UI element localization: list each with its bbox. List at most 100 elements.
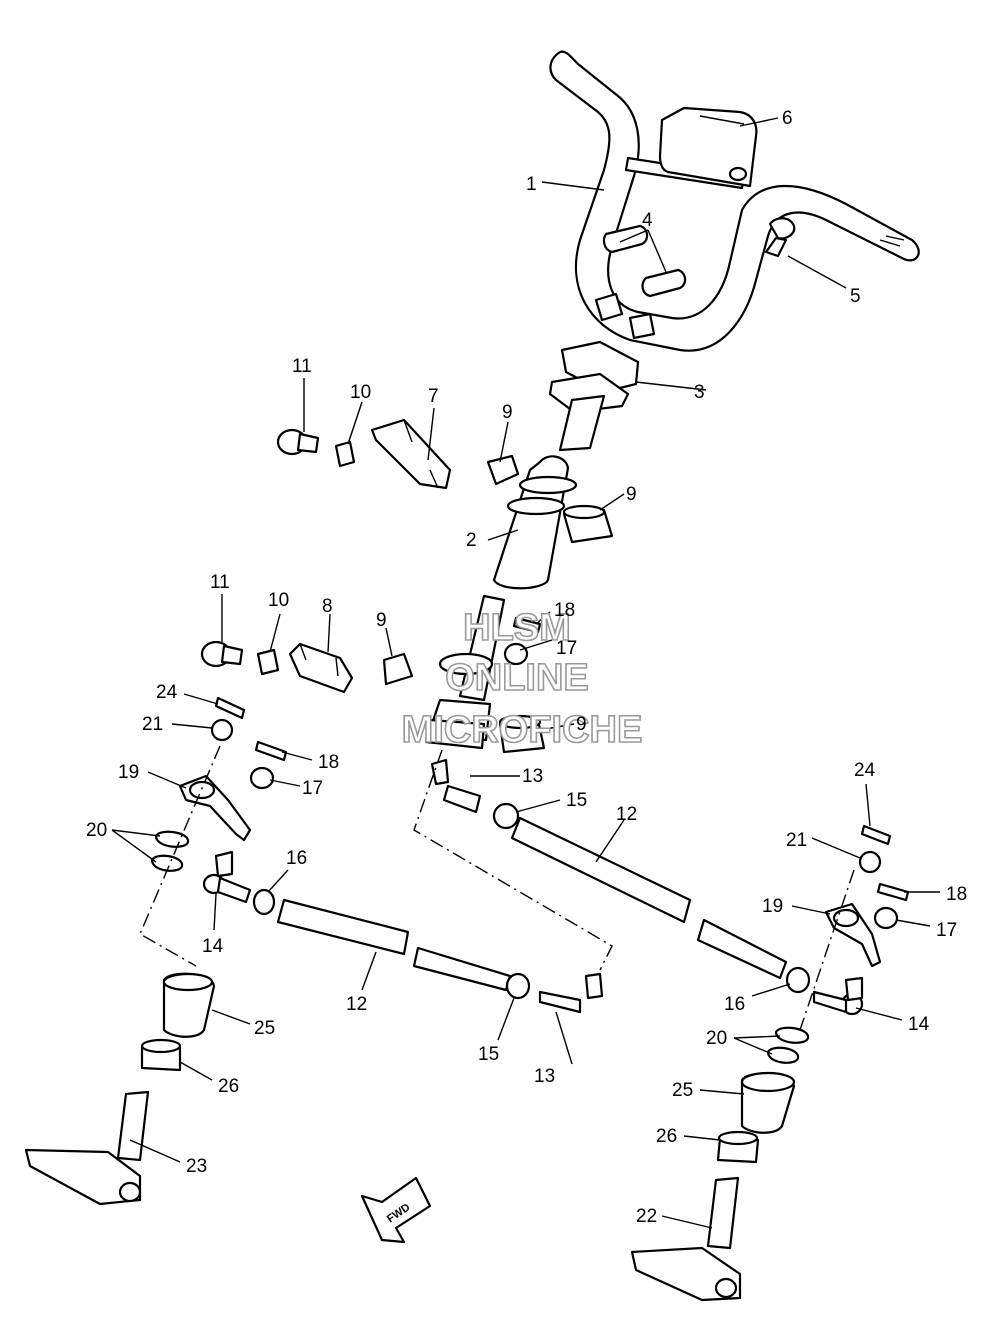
callout-20a: 20 xyxy=(86,820,107,841)
knuckle-arm-right[interactable] xyxy=(824,902,882,968)
rod-end-left[interactable] xyxy=(202,850,252,904)
callout-5: 5 xyxy=(850,286,861,307)
callout-11b: 11 xyxy=(210,572,230,593)
steering-column-lower[interactable] xyxy=(424,594,506,750)
watermark-line1: HLSM xyxy=(463,607,571,649)
nut-21-right[interactable] xyxy=(858,850,882,874)
callout-9b: 9 xyxy=(626,484,637,505)
rod-end-center[interactable] xyxy=(430,758,482,814)
steering-column[interactable] xyxy=(492,455,578,590)
cotter-pin-24-left[interactable] xyxy=(214,696,246,720)
callout-9d: 9 xyxy=(576,714,587,735)
callout-24a: 24 xyxy=(156,682,178,703)
callout-17c: 17 xyxy=(936,920,957,941)
callout-13a: 13 xyxy=(522,766,543,787)
callout-9c: 9 xyxy=(376,610,387,631)
bushing-upper-left[interactable] xyxy=(486,454,520,486)
callout-18c: 18 xyxy=(946,884,967,905)
callout-21a: 21 xyxy=(142,714,163,735)
fwd-arrow: FWD xyxy=(360,1176,432,1244)
locknut-16-left[interactable] xyxy=(252,888,276,916)
column-bracket-lower[interactable] xyxy=(288,642,354,694)
bushing-lower-right[interactable] xyxy=(498,714,546,754)
washers-left[interactable] xyxy=(150,830,190,872)
tie-rod-right[interactable] xyxy=(510,816,788,980)
callout-13b: 13 xyxy=(534,1066,555,1087)
callout-22: 22 xyxy=(636,1206,657,1227)
watermark: HLSM ONLINE MICROFICHE xyxy=(401,606,643,752)
watermark-line3: MICROFICHE xyxy=(402,709,643,751)
callout-16a: 16 xyxy=(286,848,307,869)
callout-1: 1 xyxy=(526,174,537,195)
bolt-upper[interactable] xyxy=(276,428,320,456)
cotter-pin-24-right[interactable] xyxy=(860,824,892,846)
callout-labels: 1 6 4 5 3 2 7 8 9 9 9 9 10 10 11 11 12 1… xyxy=(86,108,967,1227)
column-bracket-upper[interactable] xyxy=(370,418,452,490)
watermark-line2: ONLINE xyxy=(445,657,589,699)
callout-26a: 26 xyxy=(218,1076,239,1097)
callout-6: 6 xyxy=(782,108,793,129)
callout-17b: 17 xyxy=(302,778,323,799)
cotter-pin-right[interactable] xyxy=(876,882,910,902)
bushing-lower-left[interactable] xyxy=(382,652,414,686)
callout-11a: 11 xyxy=(292,356,312,377)
callout-25b: 25 xyxy=(672,1080,693,1101)
tie-rod-left[interactable] xyxy=(276,898,512,992)
nut-upper[interactable] xyxy=(334,440,356,468)
washers-right[interactable] xyxy=(766,1026,810,1064)
steering-knuckle-left[interactable] xyxy=(24,1090,150,1206)
collar-right[interactable] xyxy=(716,1130,760,1164)
callout-15b: 15 xyxy=(478,1044,499,1065)
handlebar[interactable] xyxy=(549,50,920,352)
callout-18a: 18 xyxy=(554,600,575,621)
knuckle-arm-left[interactable] xyxy=(178,774,252,842)
callout-24b: 24 xyxy=(854,760,876,781)
callout-3: 3 xyxy=(694,382,705,403)
callout-10b: 10 xyxy=(268,590,289,611)
callout-20b: 20 xyxy=(706,1028,727,1049)
collar-left[interactable] xyxy=(140,1038,182,1072)
leader-lines xyxy=(111,117,940,1229)
callout-12b: 12 xyxy=(346,994,367,1015)
nut-21-left[interactable] xyxy=(210,718,234,742)
callout-7: 7 xyxy=(428,386,439,407)
steering-knuckle-right[interactable] xyxy=(630,1176,742,1302)
nut-17-right[interactable] xyxy=(873,906,899,930)
cotter-pin-center[interactable] xyxy=(512,616,542,634)
callout-25a: 25 xyxy=(254,1018,275,1039)
callout-23: 23 xyxy=(186,1156,207,1177)
bolt-lower[interactable] xyxy=(200,640,244,668)
handlebar-cover[interactable] xyxy=(658,106,758,188)
locknut-16-right[interactable] xyxy=(785,966,811,994)
handlebar-bolt[interactable] xyxy=(764,217,796,258)
callout-14b: 14 xyxy=(908,1014,930,1035)
callout-4: 4 xyxy=(642,210,653,231)
dust-boot-right[interactable] xyxy=(740,1071,796,1134)
callout-17a: 17 xyxy=(556,638,577,659)
callout-18b: 18 xyxy=(318,752,339,773)
callout-12a: 12 xyxy=(616,804,637,825)
callout-26b: 26 xyxy=(656,1126,677,1147)
callout-19b: 19 xyxy=(762,896,783,917)
cotter-pin-left[interactable] xyxy=(254,740,288,762)
callout-2: 2 xyxy=(466,530,477,551)
locknut-15-upper[interactable] xyxy=(492,802,520,830)
bushing-upper-right[interactable] xyxy=(562,504,614,544)
locknut-15-lower[interactable] xyxy=(505,972,531,1000)
callout-19a: 19 xyxy=(118,762,139,783)
callout-16b: 16 xyxy=(724,994,745,1015)
callout-10a: 10 xyxy=(350,382,371,403)
rod-end-right[interactable] xyxy=(812,976,864,1016)
rod-end-lower-center[interactable] xyxy=(538,972,604,1014)
callout-14a: 14 xyxy=(202,936,224,957)
dust-boot-left[interactable] xyxy=(162,972,216,1038)
callout-8: 8 xyxy=(322,596,333,617)
steering-column-upper[interactable] xyxy=(548,340,640,452)
callout-9a: 9 xyxy=(502,402,513,423)
callout-21b: 21 xyxy=(786,830,807,851)
nut-lower[interactable] xyxy=(256,648,280,676)
callout-15a: 15 xyxy=(566,790,587,811)
handlebar-holder-upper[interactable] xyxy=(602,224,687,298)
nut-17-left[interactable] xyxy=(249,766,275,790)
